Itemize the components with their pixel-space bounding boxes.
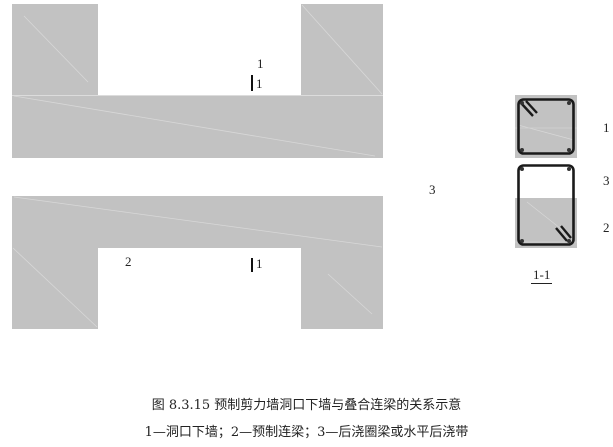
section-label-2: 2 <box>603 220 610 235</box>
section-label-3: 3 <box>603 173 610 188</box>
top-wall-elevation <box>12 4 383 158</box>
section-mark-label-bottom: 1 <box>256 256 263 271</box>
section-mark-label-top: 1 <box>256 76 263 91</box>
section-title: 1-1 <box>531 267 553 285</box>
figure-caption: 图 8.3.15 预制剪力墙洞口下墙与叠合连梁的关系示意 <box>151 398 462 413</box>
section-label-1: 1 <box>603 120 610 135</box>
callout-label-2: 2 <box>125 254 132 269</box>
figure-legend: 1—洞口下墙；2—预制连梁；3—后浇圈梁或水平后浇带 <box>144 425 469 440</box>
callout-label-3: 3 <box>429 182 436 197</box>
callout-label-1: 1 <box>257 56 264 71</box>
section-1-1 <box>515 95 577 248</box>
bottom-beam-elevation <box>12 196 383 329</box>
